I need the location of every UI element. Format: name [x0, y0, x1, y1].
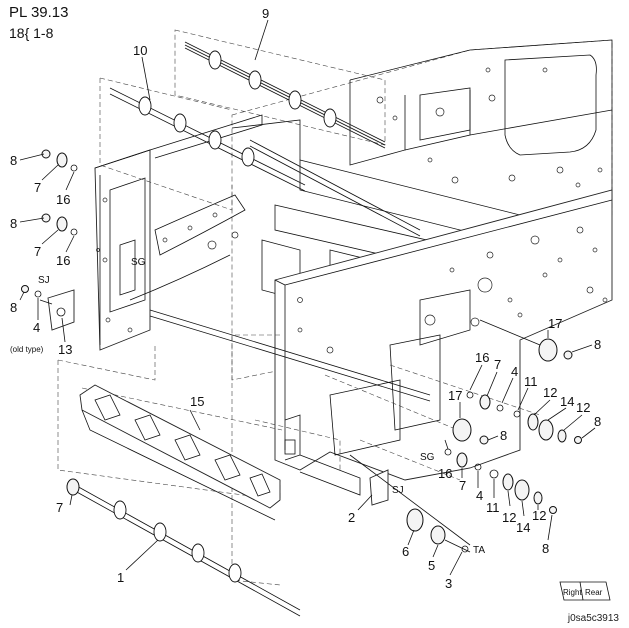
label-12: 12 [532, 508, 546, 523]
label-13: 13 [58, 342, 72, 357]
frame-holes [376, 67, 603, 188]
orientation-icon: Right Rear [559, 581, 611, 601]
label-7: 7 [34, 244, 41, 259]
orientation-right-label: Right [563, 588, 582, 597]
guide-15 [79, 384, 281, 521]
label-4: 4 [33, 320, 40, 335]
label-16: 16 [56, 192, 70, 207]
label-8: 8 [542, 541, 549, 556]
label-sj: SJ [392, 485, 404, 496]
left-side-plate [47, 114, 263, 351]
label-8: 8 [10, 216, 17, 231]
roller-1 [74, 484, 301, 617]
label-17: 17 [448, 388, 462, 403]
label-8: 8 [500, 428, 507, 443]
label-11: 11 [524, 374, 538, 389]
label-17: 17 [548, 316, 562, 331]
label-16: 16 [475, 350, 489, 365]
label-8: 8 [594, 337, 601, 352]
label-16: 16 [56, 253, 70, 268]
label-4: 4 [476, 488, 483, 503]
label-8: 8 [10, 153, 17, 168]
label-5: 5 [428, 558, 435, 573]
fasteners [21, 149, 582, 553]
label-8: 8 [10, 300, 17, 315]
label-14: 14 [516, 520, 530, 535]
label-14: 14 [560, 394, 574, 409]
roller-10 [109, 87, 421, 237]
front-frame-plate [274, 189, 613, 496]
label-12: 12 [576, 400, 590, 415]
label-9: 9 [262, 6, 269, 21]
plate-number: PL 39.13 [9, 4, 69, 21]
label-3: 3 [445, 576, 452, 591]
label-7: 7 [56, 500, 63, 515]
label-6: 6 [402, 544, 409, 559]
label-16: 16 [438, 466, 452, 481]
label-sg: SG [131, 257, 146, 268]
label-7: 7 [459, 478, 466, 493]
label-2: 2 [348, 510, 355, 525]
label-old-type: (old type) [10, 345, 44, 354]
label-sj: SJ [38, 275, 50, 286]
label-7: 7 [494, 357, 501, 372]
part-labels: 9 10 8 7 16 8 7 16 SJ 8 4 (old type) 13 … [10, 6, 601, 591]
orientation-rear-label: Rear [585, 588, 603, 597]
roller-9 [184, 41, 386, 149]
leader-lines [19, 19, 596, 576]
label-15: 15 [190, 394, 204, 409]
label-ta: TA [473, 545, 485, 556]
label-4: 4 [511, 364, 518, 379]
label-8: 8 [594, 414, 601, 429]
item-range: 18{ 1-8 [9, 25, 54, 41]
label-12: 12 [543, 385, 557, 400]
label-7: 7 [34, 180, 41, 195]
image-id: j0sa5c3913 [567, 613, 619, 624]
label-12: 12 [502, 510, 516, 525]
label-10: 10 [133, 43, 147, 58]
label-1: 1 [117, 570, 124, 585]
long-shaft [149, 309, 431, 402]
label-sg: SG [420, 452, 435, 463]
label-11: 11 [486, 500, 500, 515]
